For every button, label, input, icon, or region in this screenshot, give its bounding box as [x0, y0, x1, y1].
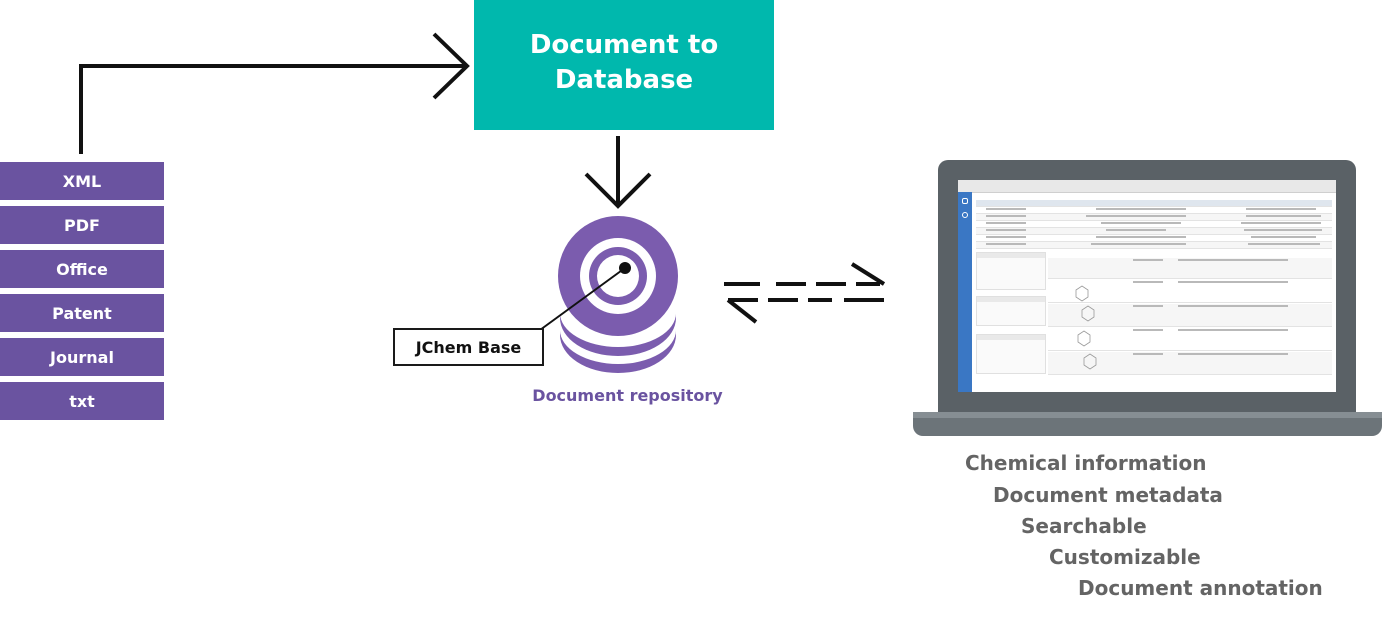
app-sidebar — [958, 192, 972, 392]
table-row — [976, 228, 1332, 235]
structure-row — [1048, 328, 1332, 351]
feature-chemical-information: Chemical information — [965, 451, 1207, 475]
assignee-panel — [976, 296, 1046, 326]
document-to-database-box: Document to Database — [474, 0, 774, 130]
laptop-base-edge — [913, 412, 1382, 418]
format-box-patent: Patent — [0, 294, 164, 332]
format-box-office: Office — [0, 250, 164, 288]
process-title-line1: Document to — [529, 30, 719, 60]
feature-customizable: Customizable — [1049, 545, 1201, 569]
structure-row — [1048, 280, 1332, 303]
input-arrow-head — [432, 32, 470, 100]
jchem-base-label: JChem Base — [393, 328, 544, 366]
database-icon — [558, 216, 678, 373]
search-icon — [962, 212, 968, 218]
document-panel — [976, 252, 1046, 290]
sync-arrows-icon — [724, 262, 886, 324]
input-format-list: XML PDF Office Patent Journal txt — [0, 162, 164, 426]
input-arrow-line — [79, 64, 466, 154]
format-box-pdf: PDF — [0, 206, 164, 244]
structure-row — [1048, 304, 1332, 327]
down-arrow-head — [584, 172, 652, 209]
repository-caption: Document repository — [532, 386, 723, 405]
sidebar-icon — [962, 198, 968, 204]
ipc-panel — [976, 334, 1046, 374]
molecule-sketch — [1075, 285, 1097, 370]
format-box-xml: XML — [0, 162, 164, 200]
process-title-line2: Database — [554, 65, 694, 95]
format-box-txt: txt — [0, 382, 164, 420]
laptop-screen-app-preview — [958, 180, 1336, 392]
table-header — [976, 200, 1332, 207]
structure-row — [1048, 352, 1332, 375]
table-row — [976, 214, 1332, 221]
table-row — [976, 207, 1332, 214]
app-topbar — [958, 180, 1336, 193]
structure-row — [1048, 258, 1332, 279]
feature-document-metadata: Document metadata — [993, 483, 1223, 507]
label-pointer-dot — [619, 262, 631, 274]
feature-searchable: Searchable — [1021, 514, 1147, 538]
table-row — [976, 242, 1332, 249]
format-box-journal: Journal — [0, 338, 164, 376]
feature-document-annotation: Document annotation — [1078, 576, 1323, 600]
table-row — [976, 235, 1332, 242]
label-pointer-line — [539, 267, 626, 331]
table-row — [976, 221, 1332, 228]
